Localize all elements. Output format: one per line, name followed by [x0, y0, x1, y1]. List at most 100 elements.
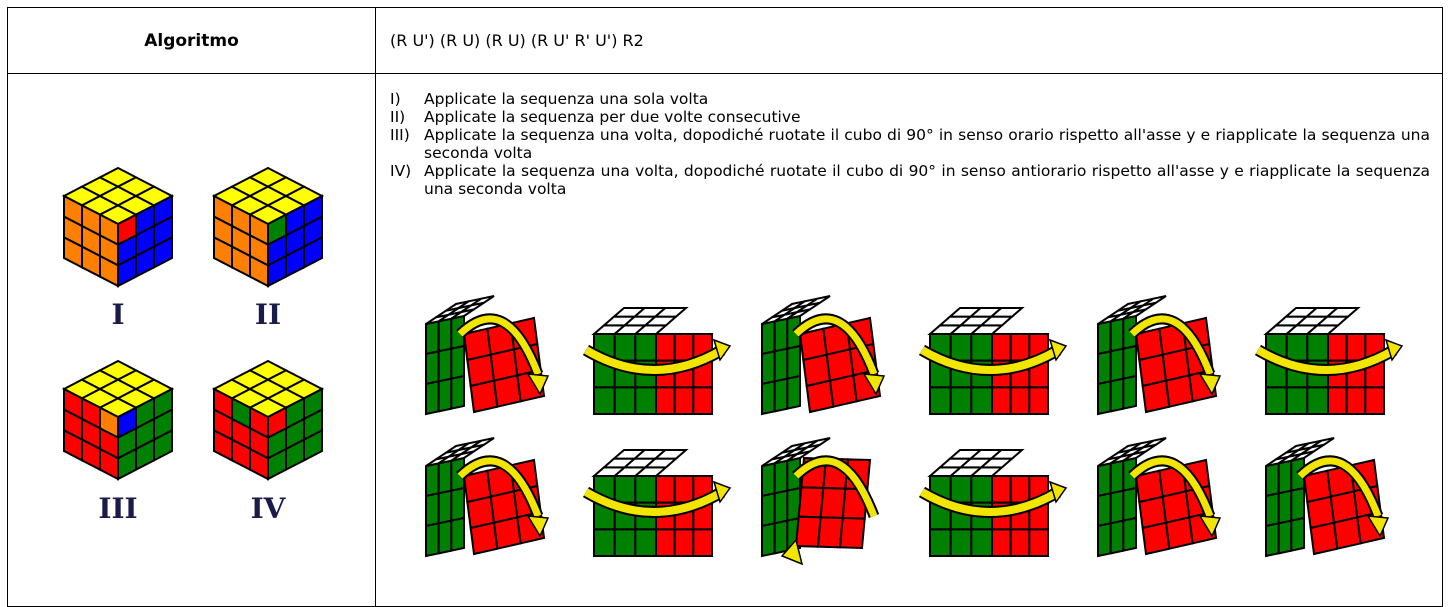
- cube-facelet: [773, 519, 789, 555]
- cube-facelet: [1285, 386, 1309, 415]
- cube-facelet: [655, 333, 676, 362]
- move-sequence-row-1: [425, 295, 1404, 416]
- cube-facelet: [1097, 492, 1112, 528]
- cube-facelet: [1009, 475, 1031, 504]
- step-item: IV) Applicate la sequenza una volta, dop…: [390, 162, 1430, 198]
- cube-facelet: [1109, 519, 1125, 555]
- cube-facelet: [988, 449, 1025, 460]
- cube-facelet: [1306, 333, 1329, 362]
- cube-facelet: [593, 528, 616, 557]
- cube-facelet: [761, 380, 776, 416]
- case-label-iii: III: [98, 492, 138, 525]
- cube-facelet: [1109, 317, 1125, 353]
- cube-facelet: [692, 528, 713, 557]
- cube-facelet: [1141, 379, 1171, 414]
- rotation-arrow: [583, 346, 725, 374]
- cube-facelet: [470, 295, 495, 307]
- cube-facelet: [153, 235, 173, 269]
- cube-facelet: [450, 344, 465, 380]
- cube-facelet: [1009, 333, 1031, 362]
- cube-facelet: [634, 475, 657, 504]
- move-R-down-icon: [761, 295, 886, 416]
- column-divider: [375, 8, 376, 606]
- cube-facelet: [949, 386, 973, 415]
- arrow-head: [1048, 338, 1068, 362]
- move-U-turn-icon: [1254, 307, 1404, 415]
- arrow-head: [1384, 338, 1404, 362]
- rotation-arrow: [583, 488, 725, 516]
- cube-facelet: [970, 333, 993, 362]
- cube-facelet: [761, 350, 776, 386]
- cube-facelet: [655, 528, 676, 557]
- cube-facelet: [425, 462, 440, 498]
- cube-facelet: [1097, 380, 1112, 416]
- step-text: Applicate la sequenza una sola volta: [424, 90, 709, 108]
- cube-facelet: [437, 489, 453, 525]
- cube-facelet: [437, 317, 453, 353]
- move-R-down-icon: [425, 437, 550, 558]
- cube-facelet: [806, 437, 831, 449]
- cube-facelet: [773, 489, 789, 525]
- cube-facelet: [794, 515, 822, 548]
- cube-facelet: [949, 333, 973, 362]
- cube-facelet: [1345, 386, 1367, 415]
- arrow-head: [526, 373, 550, 396]
- cube-facelet: [786, 344, 801, 380]
- cube-facelet: [1097, 462, 1112, 498]
- step-number: II): [390, 108, 406, 126]
- cube-facelet: [1164, 516, 1194, 550]
- cube-facelet: [949, 475, 973, 504]
- cube-facelet: [425, 380, 440, 416]
- cube-facelet: [1141, 521, 1171, 556]
- cube-facelet: [761, 462, 776, 498]
- cube-facelet: [469, 521, 499, 556]
- cube-facelet: [1327, 386, 1348, 415]
- cube-facelet: [1009, 386, 1031, 415]
- move-U-turn-icon: [582, 307, 732, 415]
- cube-facelet: [1290, 486, 1305, 522]
- cube-facelet: [1122, 374, 1137, 410]
- cube-facelet: [1265, 492, 1280, 528]
- step-text: Applicate la sequenza una volta, dopodic…: [424, 162, 1430, 198]
- cube-facelet: [655, 475, 676, 504]
- cube-facelet: [773, 347, 789, 383]
- arrow-head: [1366, 515, 1390, 538]
- step-number: IV): [390, 162, 412, 180]
- instructions-cell: I) Applicate la sequenza una sola volta …: [376, 74, 1442, 606]
- cube-facelet: [1265, 522, 1280, 558]
- move-U-turn-icon: [918, 449, 1068, 557]
- cube-facelet: [1309, 521, 1339, 556]
- cube-facelet: [470, 437, 495, 449]
- cube-facelet: [613, 528, 637, 557]
- cube-facelet: [1122, 516, 1137, 552]
- cube-facelet: [437, 519, 453, 555]
- cube-facelet: [634, 528, 657, 557]
- cube-facelet: [1122, 486, 1137, 522]
- cube-facelet: [988, 307, 1025, 318]
- cube-facelet: [593, 386, 616, 415]
- cube-facelet: [492, 374, 522, 408]
- cube-facelet: [450, 486, 465, 522]
- cube-facelet: [991, 333, 1012, 362]
- cube-facelet: [1122, 344, 1137, 380]
- cube-case-i-icon: [61, 166, 175, 288]
- cube-facelet: [692, 386, 713, 415]
- step-text: Applicate la sequenza per due volte cons…: [424, 108, 801, 126]
- rotation-arrow: [919, 488, 1061, 516]
- rotation-arrow: [457, 457, 542, 518]
- case-label-ii: II: [254, 298, 282, 331]
- cube-facelet: [613, 333, 637, 362]
- cube-facelet: [1265, 462, 1280, 498]
- cube-facelet: [773, 317, 789, 353]
- cube-facelet: [613, 475, 637, 504]
- cube-facelet: [1097, 320, 1112, 356]
- cube-facelet: [991, 528, 1012, 557]
- cube-facelet: [970, 528, 993, 557]
- cube-facelet: [425, 320, 440, 356]
- algorithm-table: Algoritmo (R U') (R U) (R U) (R U' R' U'…: [7, 7, 1443, 607]
- cube-facelet: [1327, 333, 1348, 362]
- cube-facelet: [303, 235, 323, 269]
- move-U-turn-icon: [582, 449, 732, 557]
- rotation-arrow: [793, 457, 878, 518]
- cube-facelet: [1310, 437, 1335, 449]
